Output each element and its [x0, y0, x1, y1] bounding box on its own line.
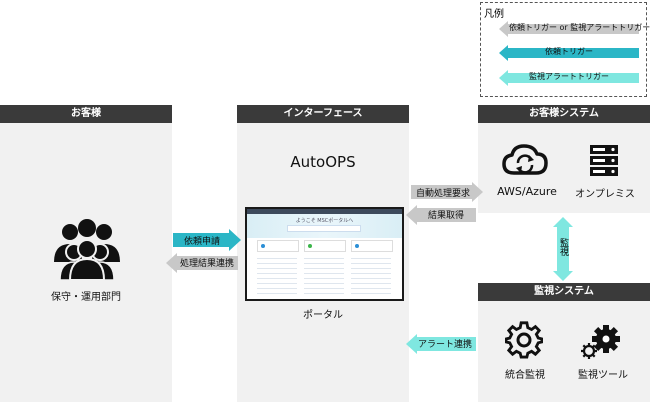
portal-screenshot: ようこそ MSCポータルへ	[245, 207, 404, 301]
result-link-arrow	[166, 253, 238, 273]
result-link-label: 処理結果連携	[179, 259, 234, 269]
server-icon	[590, 145, 618, 183]
portal-card-3	[351, 240, 393, 252]
product-name: AutoOPS	[290, 153, 356, 171]
legend-light-teal-arrow	[499, 70, 639, 86]
customer-dept-label: 保守・運用部門	[51, 292, 121, 303]
cloud-label: AWS/Azure	[497, 185, 557, 198]
alert-link-label: アラート連携	[417, 340, 472, 350]
monitor-tool-label: 監視ツール	[578, 370, 628, 381]
legend-gray-arrow	[499, 21, 639, 37]
integrated-monitor-label: 統合監視	[505, 370, 545, 381]
interface-header: インターフェース	[237, 105, 409, 123]
legend-item-request: 依頼トリガー	[545, 47, 593, 56]
people-icon	[52, 218, 122, 284]
portal-welcome-text: ようこそ MSCポータルへ	[295, 218, 354, 224]
portal-list-2	[304, 254, 344, 294]
portal-search	[287, 225, 361, 232]
request-label: 依頼申請	[183, 237, 220, 247]
legend-item-both: 依頼トリガー or 監視アラートトリガー	[509, 23, 650, 32]
onprem-label: オンプレミス	[575, 189, 635, 200]
portal-label: ポータル	[303, 310, 343, 321]
portal-card-2	[304, 240, 346, 252]
customer-system-header: お客様システム	[478, 105, 650, 123]
customer-header: お客様	[0, 105, 172, 123]
gears-icon	[580, 325, 622, 365]
request-arrow	[173, 229, 241, 251]
monitoring-system-header: 監視システム	[478, 283, 650, 301]
legend-teal-arrow	[499, 45, 639, 61]
gear-icon	[504, 321, 544, 363]
result-get-arrow	[406, 205, 476, 225]
legend-box: 凡例 依頼トリガー or 監視アラートトリガー 依頼トリガー 監視アラートトリガ…	[480, 2, 650, 97]
result-get-label: 結果取得	[427, 211, 464, 221]
legend-title: 凡例	[484, 9, 504, 20]
auto-request-label: 自動処理要求	[415, 189, 470, 199]
monitor-label: 監視	[558, 238, 568, 256]
auto-request-arrow	[411, 182, 483, 202]
portal-list-3	[351, 254, 391, 294]
monitor-arrow	[553, 217, 573, 281]
legend-item-alert: 監視アラートトリガー	[529, 72, 609, 81]
alert-link-arrow	[406, 334, 476, 354]
cloud-icon	[502, 143, 548, 183]
portal-topbar	[247, 209, 402, 214]
portal-card-1	[257, 240, 299, 252]
portal-list-1	[257, 254, 297, 294]
